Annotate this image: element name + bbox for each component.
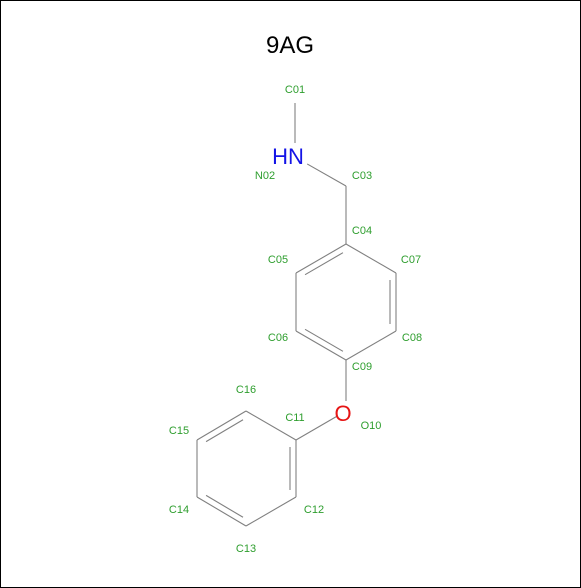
bond-o10-c11 — [295, 415, 338, 441]
bond-c07-c04 — [345, 243, 397, 274]
atom-label-c04: C04 — [352, 225, 372, 237]
nitrogen-atom-symbol: HN — [272, 144, 304, 169]
bond-layer — [196, 103, 397, 527]
atom-label-c06: C06 — [268, 332, 288, 344]
bond-c06-c09-inner — [304, 328, 344, 352]
bond-c16-c11 — [245, 410, 297, 441]
atom-label-c13: C13 — [236, 543, 256, 555]
atom-label-c11: C11 — [285, 412, 304, 424]
bond-c13-c14-inner — [205, 494, 244, 518]
atom-label-c08: C08 — [402, 332, 422, 344]
oxygen-atom-symbol: O — [334, 401, 351, 426]
bond-c09-c08 — [345, 330, 397, 361]
atom-label-c15: C15 — [169, 425, 189, 437]
atom-label-c05: C05 — [268, 254, 288, 266]
bond-c06-c09 — [295, 330, 347, 361]
atom-label-c03: C03 — [352, 170, 372, 182]
atom-label-c14: C14 — [169, 504, 189, 516]
bond-c15-c16-inner — [205, 419, 244, 443]
atom-label-c16: C16 — [236, 384, 256, 396]
atom-label-n02: N02 — [255, 170, 275, 182]
bond-c15-c16 — [196, 410, 247, 441]
atom-label-c12: C12 — [304, 504, 324, 516]
atom-label-c09: C09 — [352, 361, 372, 373]
atom-label-c01: C01 — [285, 84, 305, 96]
atom-label-o10: O10 — [361, 420, 382, 432]
bond-n02-c03 — [306, 163, 347, 187]
molecule-title: 9AG — [266, 32, 314, 59]
bond-c13-c14 — [196, 496, 247, 527]
bond-c04-c05 — [295, 243, 347, 274]
bond-c04-c05-inner — [304, 252, 344, 276]
bond-c12-c13 — [245, 496, 297, 527]
atom-label-c07: C07 — [401, 254, 421, 266]
